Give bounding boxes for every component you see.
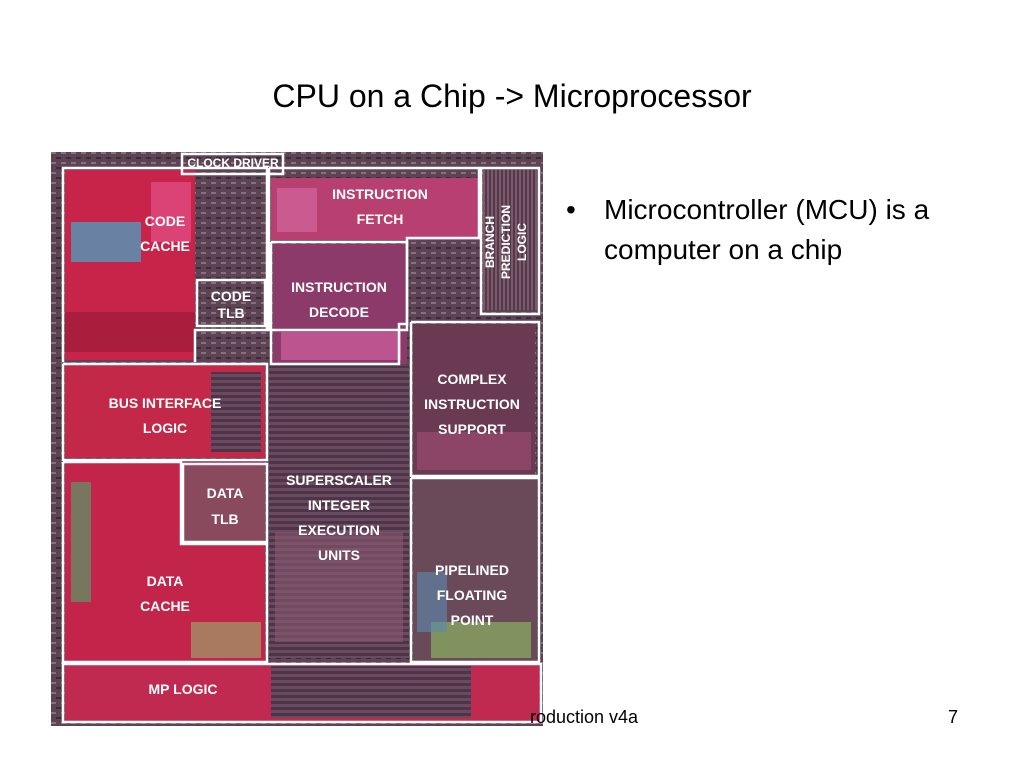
bullet-marker: • (566, 194, 576, 225)
label-complex-instruction-2: INSTRUCTION (424, 396, 520, 412)
label-branch-prediction-1: BRANCH (483, 216, 497, 268)
label-clock-driver: CLOCK DRIVER (187, 156, 279, 170)
label-bus-interface-1: BUS INTERFACE (109, 395, 222, 411)
label-pipelined-1: PIPELINED (435, 562, 509, 578)
label-pipelined-3: POINT (451, 612, 494, 628)
label-pipelined-2: FLOATING (437, 587, 508, 603)
data-tlb-region (183, 466, 265, 542)
label-complex-instruction-1: COMPLEX (437, 371, 507, 387)
label-branch-prediction-2: PREDICTION (499, 205, 513, 279)
label-data-tlb-2: TLB (211, 511, 238, 527)
bullet-item: • Microcontroller (MCU) is a computer on… (566, 190, 1006, 270)
label-code-tlb-2: TLB (217, 305, 244, 321)
label-data-cache-2: CACHE (140, 598, 190, 614)
label-code-cache-1: CODE (145, 213, 185, 229)
footer-course-title: roduction v4a (530, 707, 639, 727)
region-outlines (61, 152, 543, 724)
label-instruction-fetch-2: FETCH (357, 211, 404, 227)
label-mp-logic: MP LOGIC (149, 681, 218, 697)
label-bus-interface-2: LOGIC (143, 420, 187, 436)
label-superscaler-2: INTEGER (308, 497, 370, 513)
label-superscaler-1: SUPERSCALER (286, 472, 392, 488)
label-data-cache-1: DATA (147, 573, 184, 589)
label-data-tlb-1: DATA (207, 485, 244, 501)
footer-page-number: 7 (948, 707, 959, 727)
label-branch-prediction-3: LOGIC (515, 223, 529, 261)
bullet-list: • Microcontroller (MCU) is a computer on… (566, 190, 1006, 270)
branch-prediction-region (483, 170, 539, 310)
label-instruction-fetch-1: INSTRUCTION (332, 186, 428, 202)
label-superscaler-4: UNITS (318, 547, 360, 563)
label-code-tlb-1: CODE (211, 288, 251, 304)
label-complex-instruction-3: SUPPORT (438, 421, 506, 437)
label-instruction-decode-1: INSTRUCTION (291, 279, 387, 295)
die-diagram: CLOCK DRIVER CODE CACHE CODE TLB INSTRUC… (51, 152, 543, 726)
bullet-text: Microcontroller (MCU) is a computer on a… (604, 194, 930, 265)
slide-title: CPU on a Chip -> Microprocessor (272, 78, 752, 114)
label-code-cache-2: CACHE (140, 238, 190, 254)
cpu-die-photo: CLOCK DRIVER CODE CACHE CODE TLB INSTRUC… (51, 152, 543, 726)
label-instruction-decode-2: DECODE (309, 304, 369, 320)
label-superscaler-3: EXECUTION (298, 522, 380, 538)
